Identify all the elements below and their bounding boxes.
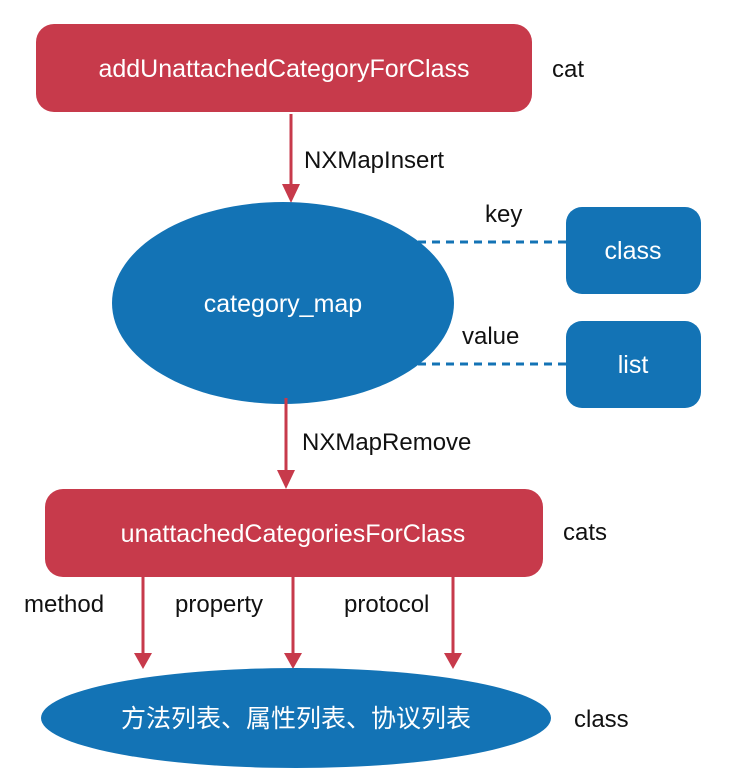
- method-edge-label: method: [24, 591, 104, 618]
- class-lists-node: [41, 668, 551, 768]
- class-lists-label: 方法列表、属性列表、协议列表: [121, 704, 471, 733]
- remove-edge-label: NXMapRemove: [302, 429, 471, 456]
- unattached-for-class-node: [45, 489, 543, 577]
- protocol-arrowhead: [444, 653, 462, 669]
- cat-note: cat: [552, 56, 584, 83]
- class-note: class: [574, 706, 629, 733]
- cats-note: cats: [563, 519, 607, 546]
- value-edge-label: value: [462, 323, 519, 350]
- insert-arrowhead: [282, 184, 300, 203]
- property-arrowhead: [284, 653, 302, 669]
- unattached-for-class-label: unattachedCategoriesForClass: [121, 520, 466, 548]
- category-map-label: category_map: [204, 290, 362, 318]
- list-value-label: list: [618, 351, 649, 379]
- protocol-edge-label: protocol: [344, 591, 429, 618]
- list-value-node: [566, 321, 701, 408]
- remove-arrowhead: [277, 470, 295, 489]
- property-edge-label: property: [175, 591, 263, 618]
- category-map-node: [112, 202, 454, 404]
- class-key-label: class: [605, 237, 662, 265]
- class-key-node: [566, 207, 701, 294]
- method-arrowhead: [134, 653, 152, 669]
- key-edge-label: key: [485, 201, 522, 228]
- insert-edge-label: NXMapInsert: [304, 147, 444, 174]
- add-unattached-node: [36, 24, 532, 112]
- add-unattached-label: addUnattachedCategoryForClass: [98, 55, 469, 83]
